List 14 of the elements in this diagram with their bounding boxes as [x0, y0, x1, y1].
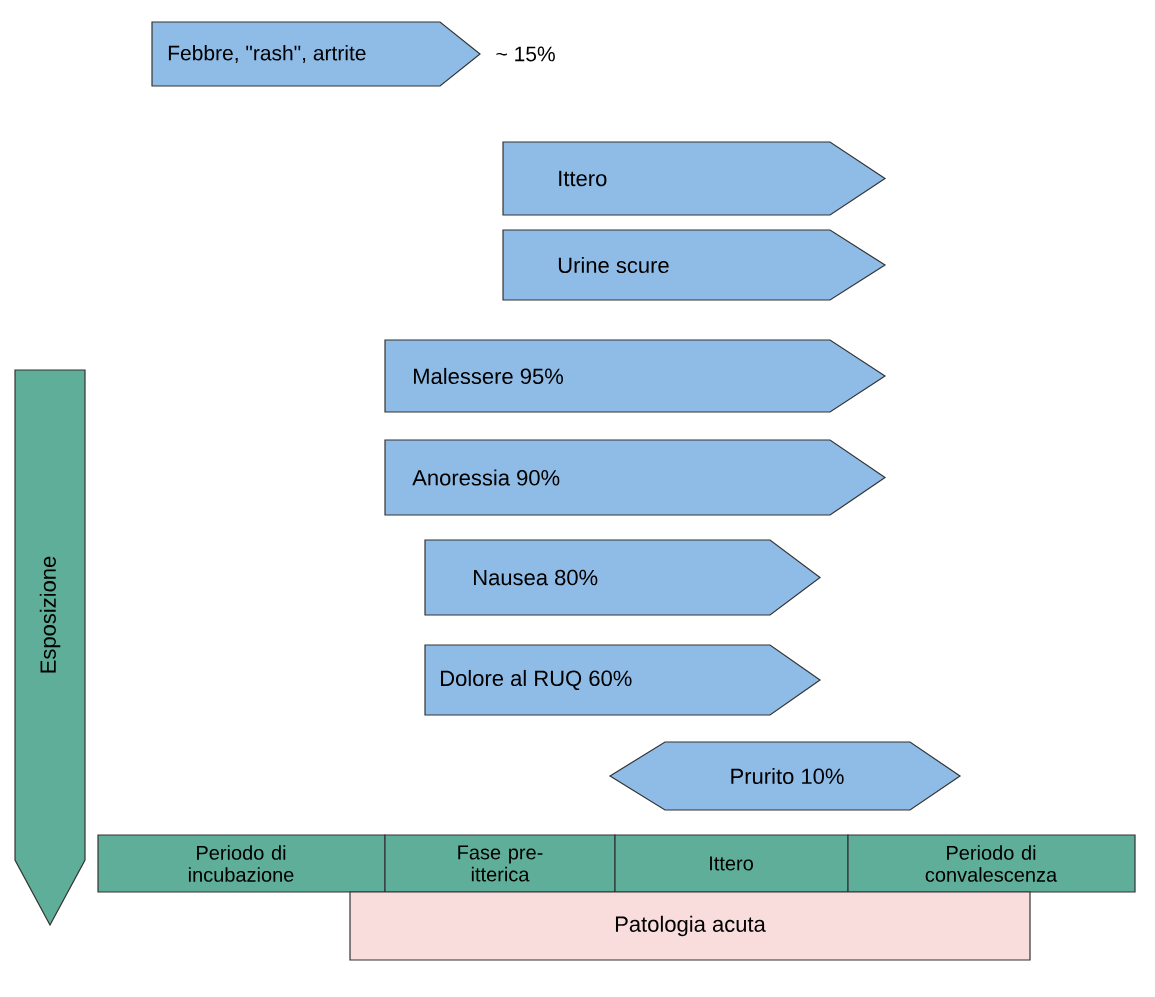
exposure-box: Esposizione	[14, 369, 86, 927]
symptom-box: Anoressia 90%	[384, 439, 887, 516]
phase-cell: Ittero	[614, 834, 849, 893]
phase-cell: Periodo di incubazione	[97, 834, 386, 893]
disease-band: Patologia acuta	[349, 891, 1031, 961]
symptom-box: Ittero	[502, 141, 887, 216]
percentage-label: ~ 15%	[496, 46, 555, 62]
phase-cell: Periodo di convalescenza	[847, 834, 1136, 893]
symptom-box: Febbre, "rash", artrite	[151, 21, 481, 87]
phase-cell: Fase pre-itterica	[384, 834, 616, 893]
symptom-box: Urine scure	[502, 229, 887, 301]
symptom-box: Dolore al RUQ 60%	[424, 644, 822, 716]
symptom-box: Malessere 95%	[384, 339, 887, 413]
symptom-box: Nausea 80%	[424, 539, 821, 616]
